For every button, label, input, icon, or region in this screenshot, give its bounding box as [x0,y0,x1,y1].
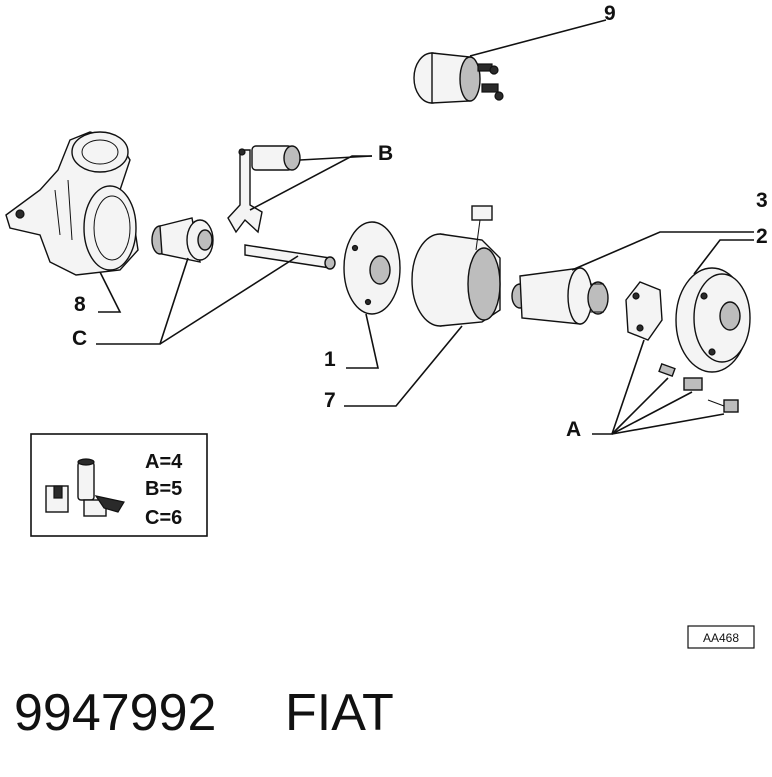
callout-1: 1 [324,348,336,371]
reference-code-box: AA468 [687,625,755,649]
legend-parts-icon [45,458,125,517]
drive-shaft [244,244,336,270]
brush-holder-part-a [625,281,739,413]
legend-line-b: B=5 [145,478,182,500]
solenoid-part-9 [413,52,504,104]
pinion-drive-part-c [151,217,214,263]
footer-brand: FIAT [285,684,394,742]
intermediate-plate-part-1 [343,221,401,315]
legend-line-c: C=6 [145,507,182,529]
legend-box: A=4 B=5 C=6 [30,433,208,537]
callout-a: A [566,418,581,441]
callout-2: 2 [756,225,768,248]
callout-3: 3 [756,189,768,212]
drive-end-housing-part-8 [5,131,139,276]
callout-7: 7 [324,389,336,412]
shift-fork-part-b [227,145,301,234]
callout-8: 8 [74,293,86,316]
end-cover-part-2 [675,267,751,373]
callout-c: C [72,327,87,350]
legend-line-a: A=4 [145,451,183,473]
footer-part-number: 9947992 [14,684,216,742]
armature-part-3 [511,267,609,325]
field-housing-part-7 [411,205,501,327]
reference-code: AA468 [703,631,739,645]
callout-b: B [378,142,393,165]
callout-9: 9 [604,2,616,25]
leader-lines [96,155,754,435]
